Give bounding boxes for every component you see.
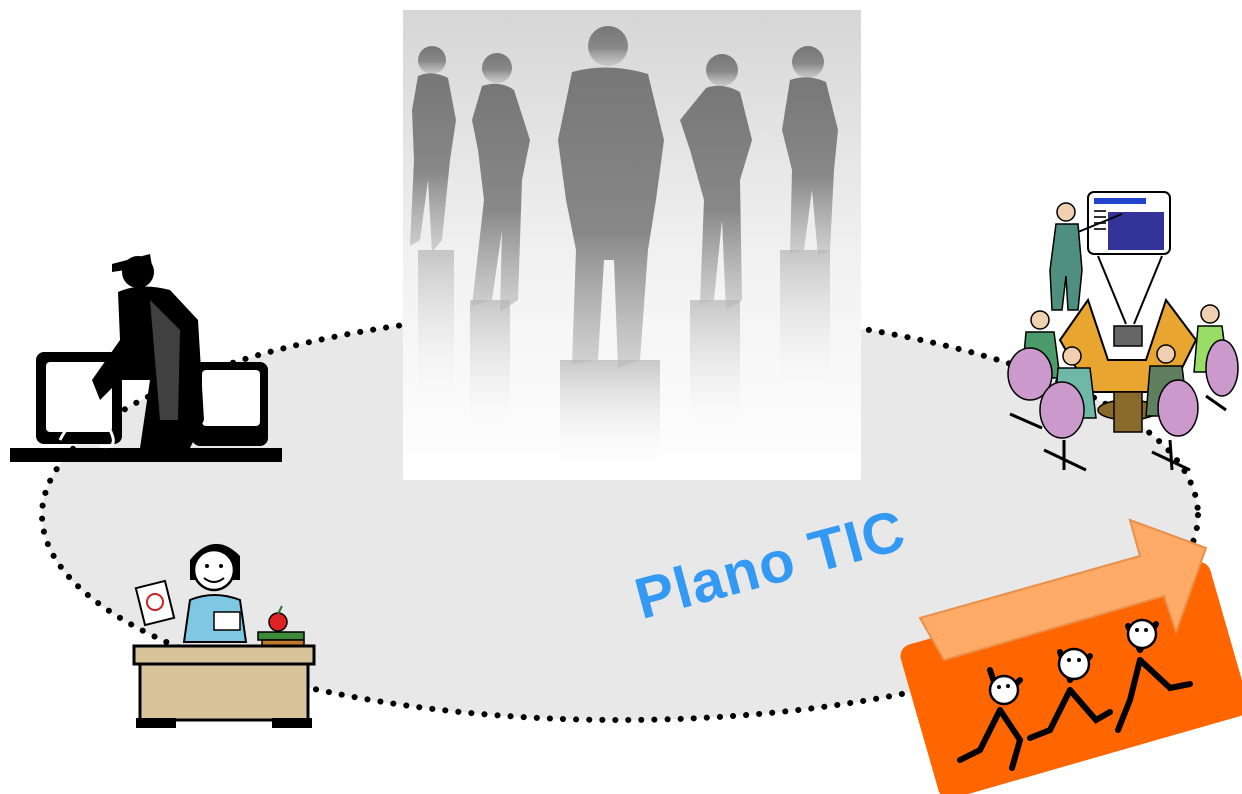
people-silhouettes-icon [403, 10, 861, 480]
technician-repairing-computer-icon [10, 254, 282, 462]
meeting-presentation-icon [1007, 191, 1239, 472]
team-pushing-arrow-icon [900, 518, 1242, 794]
teacher-at-desk-icon [132, 543, 316, 728]
